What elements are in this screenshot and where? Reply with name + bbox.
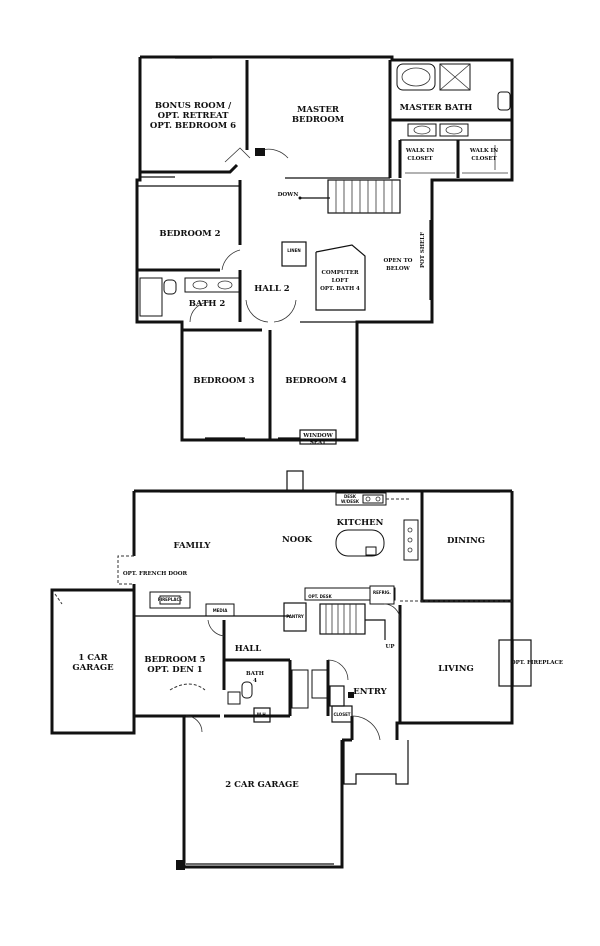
dining-label: DINING [447, 536, 485, 546]
upper-stairs [298, 179, 401, 214]
hall-2-label: HALL 2 [254, 284, 290, 294]
main-floor [50, 470, 532, 870]
window-seat-label-1: WINDOW [302, 433, 333, 439]
entry-label: ENTRY [353, 687, 387, 697]
opt-french-door-label: OPT. FRENCH DOOR [123, 571, 188, 577]
opt-fireplace-label: OPT. FIREPLACE [511, 660, 563, 666]
bath-2-label: BATH 2 [189, 299, 226, 309]
walk-in-closet-1-label-2: CLOSET [407, 156, 433, 162]
open-to-below-label-1: OPEN TO [384, 258, 413, 264]
walk-in-closet-1-label-1: WALK IN [405, 148, 434, 154]
opt-desk-label: OPT. DESK [308, 594, 332, 599]
closet-label: CLOSET [333, 712, 350, 717]
bedroom-5-label-1: BEDROOM 5 [144, 655, 205, 665]
living-label: LIVING [438, 664, 474, 674]
desk-label-2: W/DESK [341, 499, 360, 504]
bedroom-2-label: BEDROOM 2 [159, 229, 220, 239]
nook-label: NOOK [282, 535, 313, 545]
media-label: MEDIA [213, 608, 229, 613]
bedroom-3-label: BEDROOM 3 [193, 376, 254, 386]
master-bath-label: MASTER BATH [400, 103, 473, 113]
main-stairs [319, 603, 386, 640]
walk-in-closet-2-label-2: CLOSET [471, 156, 497, 162]
wh-label: W.H. [257, 712, 268, 717]
fireplace-label: FIREPLACE [158, 597, 183, 602]
bath-label-2: 4 [253, 678, 257, 684]
walk-in-closet-2-label-1: WALK IN [469, 148, 498, 154]
family-label: FAMILY [173, 541, 211, 551]
refrig-label: REFRIG. [373, 590, 391, 595]
down-label: DOWN [278, 192, 299, 198]
one-car-garage-label-2: GARAGE [72, 663, 114, 673]
two-car-garage-label: 2 CAR GARAGE [225, 780, 299, 790]
pot-shelf-label: POT SHELF [420, 232, 426, 268]
one-car-garage-label-1: 1 CAR [78, 653, 108, 663]
computer-loft-label-3: OPT. BATH 4 [320, 286, 360, 292]
upper-exterior-wall [135, 55, 514, 442]
window-seat-label-2: SEAT [310, 440, 327, 446]
bedroom-5-label-2: OPT. DEN 1 [147, 665, 203, 675]
up-label: UP [386, 644, 395, 650]
bonus-room-label-3: OPT. BEDROOM 6 [150, 121, 236, 131]
bath-label-1: BATH [246, 671, 264, 677]
computer-loft-label-1: COMPUTER [321, 270, 358, 276]
desk-label-1: DESK [344, 494, 357, 499]
master-bedroom-label-2: BEDROOM [292, 115, 345, 125]
computer-loft-label-2: LOFT [332, 278, 350, 284]
two-car-garage-wall [182, 716, 344, 869]
kitchen-label: KITCHEN [337, 518, 384, 528]
pantry-label: PANTRY [286, 614, 304, 619]
open-to-below-label-2: BELOW [386, 266, 410, 272]
hall-label: HALL [235, 644, 262, 654]
bonus-room-label-2: OPT. RETREAT [158, 111, 229, 121]
upper-floor [135, 55, 514, 445]
bedroom-4-label: BEDROOM 4 [285, 376, 346, 386]
linen-label: LINEN [287, 248, 300, 253]
master-bedroom-label-1: MASTER [297, 105, 340, 115]
bonus-room-label-1: BONUS ROOM / [155, 101, 232, 111]
